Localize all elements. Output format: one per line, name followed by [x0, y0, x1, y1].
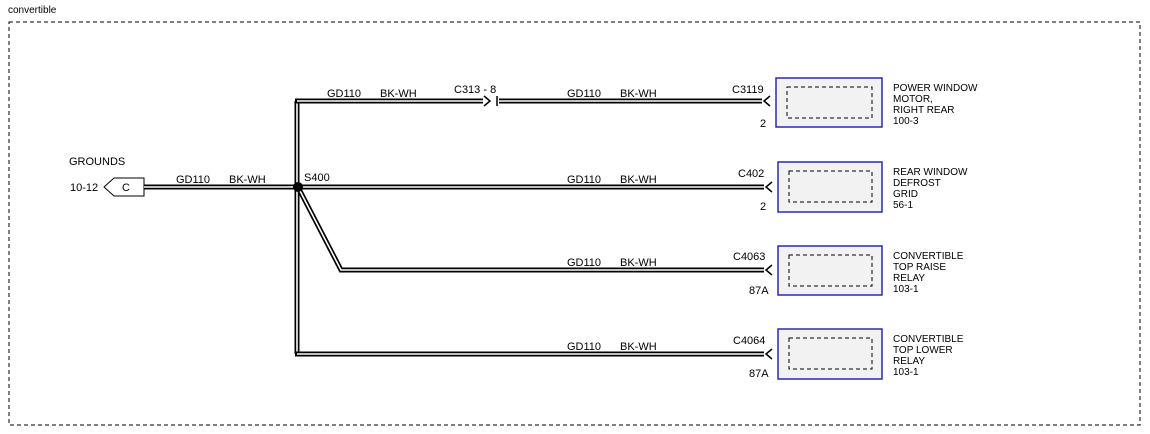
- branch4-pin: 87A: [749, 368, 769, 380]
- branch2-color: BK-WH: [620, 174, 657, 186]
- branch2-component-ref: 56-1: [893, 200, 913, 211]
- branch1-color: BK-WH: [620, 88, 657, 100]
- ground-title: GROUNDS: [69, 156, 125, 168]
- branch2-component-line3: GRID: [893, 189, 918, 200]
- branch3-component-line1: CONVERTIBLE: [893, 251, 964, 262]
- branch1-component-ref: 100-3: [893, 116, 919, 127]
- splice-label: S400: [304, 172, 330, 184]
- inline-connector-label: C313 - 8: [454, 84, 496, 96]
- branch3-component-ref: 103-1: [893, 284, 919, 295]
- branch1-left-circuit: GD110: [327, 88, 361, 100]
- branch4-component-line2: TOP LOWER: [893, 345, 953, 356]
- splice-node[interactable]: [293, 182, 303, 192]
- branch3-pin: 87A: [749, 285, 769, 297]
- component-convertible-top-raise-relay[interactable]: [777, 245, 883, 296]
- branch1-circuit: GD110: [567, 88, 601, 100]
- branch3-connector-arrow: [764, 264, 773, 276]
- ground-page-ref: 10-12: [70, 182, 98, 194]
- branch4-connector: C4064: [733, 335, 765, 347]
- branch3-component-line3: RELAY: [893, 273, 925, 284]
- wire-group: [144, 98, 764, 357]
- left-wire-circuit: GD110: [176, 174, 210, 186]
- branch4-component-line3: RELAY: [893, 356, 925, 367]
- branch1-left-color: BK-WH: [380, 88, 417, 100]
- frame-label: convertible: [8, 5, 57, 16]
- branch1-component-line2: MOTOR,: [893, 94, 933, 105]
- ground-connector-label: C: [122, 182, 130, 194]
- branch3-connector: C4063: [733, 251, 765, 263]
- branch4-component-ref: 103-1: [893, 367, 919, 378]
- branch4-circuit: GD110: [567, 341, 601, 353]
- convertible-frame: [8, 21, 1141, 426]
- inline-connector-c313[interactable]: [483, 95, 498, 107]
- branch4-connector-arrow: [764, 348, 773, 360]
- branch2-connector-arrow: [764, 181, 773, 193]
- branch4-color: BK-WH: [620, 341, 657, 353]
- component-convertible-top-lower-relay[interactable]: [777, 328, 883, 380]
- branch1-pin: 2: [760, 118, 766, 130]
- component-power-window-motor[interactable]: [775, 77, 883, 128]
- branch2-component-line1: REAR WINDOW: [893, 167, 968, 178]
- branch1-connector: C3119: [732, 84, 764, 96]
- branch3-color: BK-WH: [620, 257, 657, 269]
- branch3-circuit: GD110: [567, 257, 601, 269]
- component-rear-window-defrost-grid[interactable]: [777, 161, 883, 213]
- branch2-circuit: GD110: [567, 174, 601, 186]
- branch3-component-line2: TOP RAISE: [893, 262, 946, 273]
- branch1-component-line3: RIGHT REAR: [893, 105, 955, 116]
- branch2-pin: 2: [760, 201, 766, 213]
- branch1-connector-arrow: [762, 95, 771, 107]
- branch1-component-line1: POWER WINDOW: [893, 83, 978, 94]
- branch2-connector: C402: [738, 168, 764, 180]
- branch4-component-line1: CONVERTIBLE: [893, 334, 964, 345]
- branch2-component-line2: DEFROST: [893, 178, 941, 189]
- left-wire-color: BK-WH: [229, 174, 266, 186]
